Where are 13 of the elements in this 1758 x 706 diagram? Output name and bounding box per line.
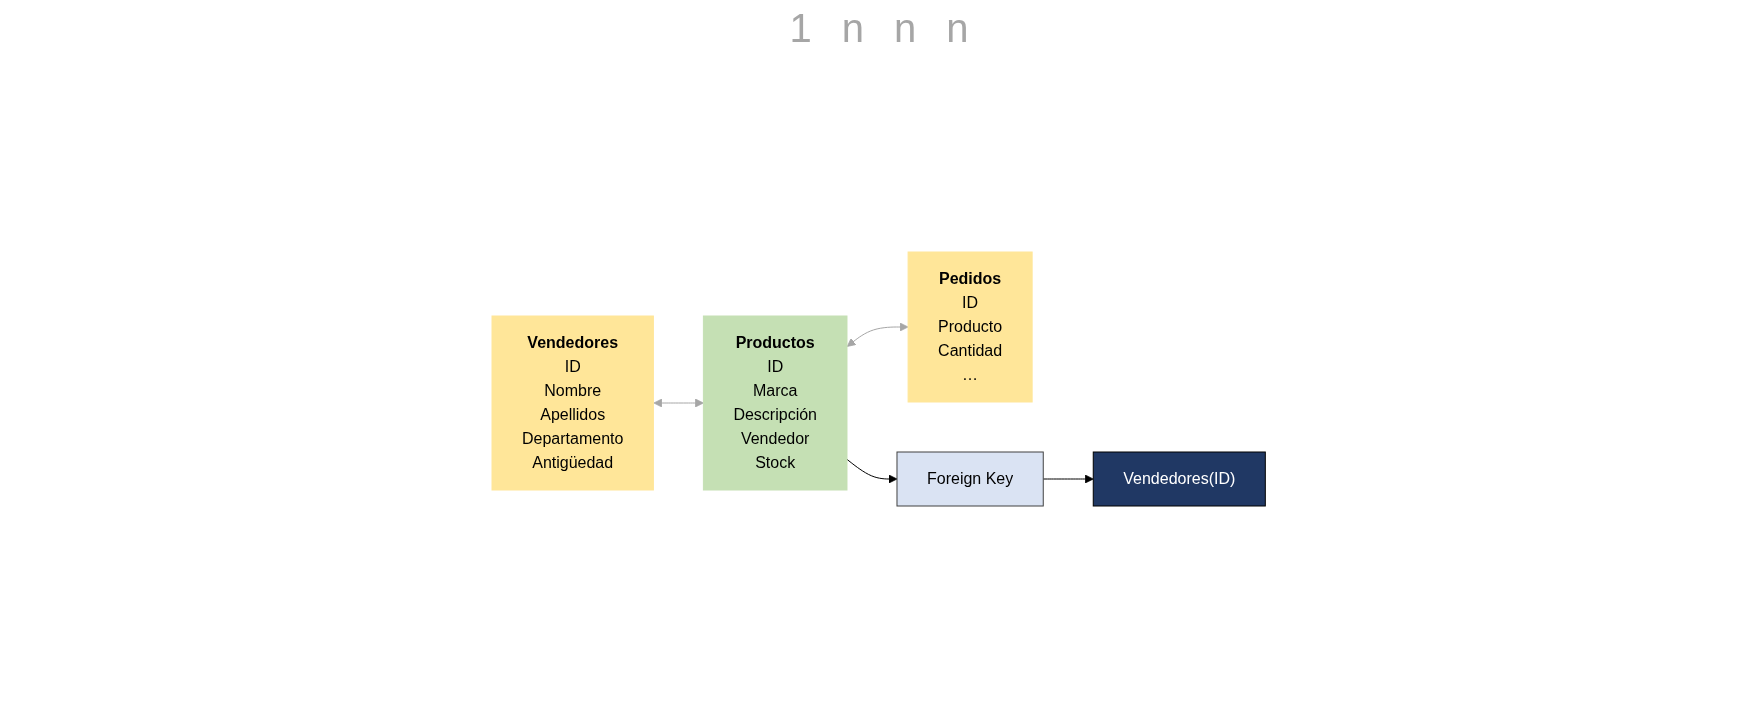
- arrow: [1043, 474, 1094, 483]
- arrow: [653, 398, 705, 407]
- cardinality-label: n: [894, 6, 917, 51]
- node-box: Pedidos ID Producto Cantidad …: [907, 251, 1033, 402]
- arrow: [847, 322, 909, 347]
- node-box: Productos ID Marca Descripción Vendedor Stock: [703, 315, 848, 490]
- cardinality-label: n: [946, 6, 969, 51]
- node-box: Vendedores ID Nombre Apellidos Departamento Antigüedad: [491, 315, 655, 490]
- node-box: Vendedores(ID): [1093, 451, 1267, 506]
- cardinality-label: 1: [789, 6, 812, 51]
- cardinality-label: n: [841, 6, 864, 51]
- node-box: Foreign Key: [896, 451, 1045, 506]
- arrow: [846, 458, 898, 483]
